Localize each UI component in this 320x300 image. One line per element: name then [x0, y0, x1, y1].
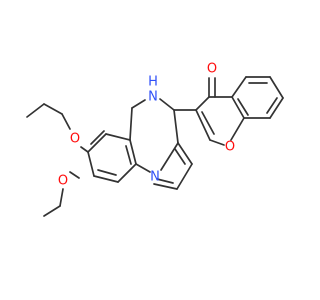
oxygen-label: O: [70, 132, 80, 147]
bond: [266, 97, 278, 114]
bond: [135, 163, 151, 173]
bond: [90, 130, 105, 145]
bond: [105, 133, 131, 141]
bond: [153, 183, 178, 190]
bond: [129, 139, 137, 165]
bond: [177, 142, 193, 165]
bond-network: [26, 76, 284, 217]
chemical-structure-diagram: O O N H N O O: [26, 61, 284, 217]
bond: [87, 151, 95, 177]
bond: [43, 103, 63, 115]
bond: [59, 188, 64, 207]
bond: [97, 169, 117, 176]
bond: [231, 76, 247, 98]
bond: [129, 107, 133, 141]
bond: [174, 148, 186, 165]
bond: [201, 111, 215, 135]
nitrogen-label: N: [150, 170, 160, 185]
bond: [61, 113, 71, 130]
bond: [159, 98, 175, 111]
oxygen-label: O: [225, 140, 235, 155]
bond: [80, 146, 89, 153]
bond: [69, 171, 80, 179]
bond: [156, 178, 174, 184]
bond: [231, 96, 245, 119]
bond: [269, 76, 284, 99]
bond: [230, 117, 245, 141]
bond: [176, 163, 193, 190]
bond: [195, 96, 210, 111]
bond: [117, 163, 137, 183]
hydrogen-label: H: [148, 75, 158, 90]
bond: [125, 145, 132, 165]
bond: [237, 98, 249, 116]
bond: [26, 103, 45, 118]
bond: [209, 139, 225, 146]
bond: [43, 205, 61, 217]
bond: [131, 99, 146, 109]
nitrogen-label: N: [148, 90, 158, 105]
bond: [160, 142, 179, 171]
bond: [195, 109, 211, 141]
bond: [269, 97, 284, 119]
atom-labels: O O N H N O O: [58, 62, 235, 189]
bond: [93, 175, 119, 183]
bond: [173, 109, 179, 144]
oxygen-label: O: [207, 62, 217, 77]
oxygen-label: O: [58, 174, 68, 189]
bond: [87, 133, 107, 153]
